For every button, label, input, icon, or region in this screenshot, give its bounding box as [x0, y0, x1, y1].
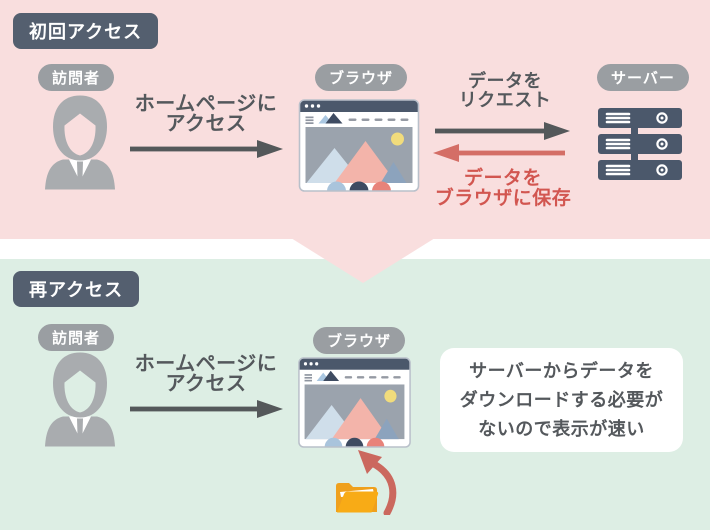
access-homepage-text: ホームページに アクセス [134, 93, 278, 135]
first-access-heading: 初回アクセス [13, 13, 159, 49]
person-icon [44, 351, 116, 447]
arrow-right-icon [130, 140, 283, 158]
curved-arrow-up-icon [351, 449, 397, 515]
visitor-label: 訪問者 [38, 64, 115, 91]
browser-label: ブラウザ [315, 64, 408, 91]
visitor-label: 訪問者 [38, 324, 115, 351]
save-to-browser-text: データを ブラウザに保存 [434, 168, 572, 209]
browser-window-icon [298, 99, 420, 192]
arrow-right-icon [435, 122, 570, 140]
server-icon [598, 108, 682, 180]
browser-window-icon [298, 357, 411, 448]
access-homepage-text: ホームページに アクセス [134, 353, 278, 395]
repeat-access-heading: 再アクセス [13, 271, 140, 307]
server-label: サーバー [597, 64, 689, 91]
folder-icon [335, 477, 379, 514]
request-data-text: データを リクエスト [458, 71, 552, 110]
browser-label: ブラウザ [313, 327, 406, 354]
arrow-right-icon [130, 400, 283, 418]
person-icon [44, 94, 116, 190]
arrow-left-icon [433, 144, 565, 162]
cache-benefit-note: サーバーからデータを ダウンロードする必要が ないので表示が速い [440, 348, 683, 452]
